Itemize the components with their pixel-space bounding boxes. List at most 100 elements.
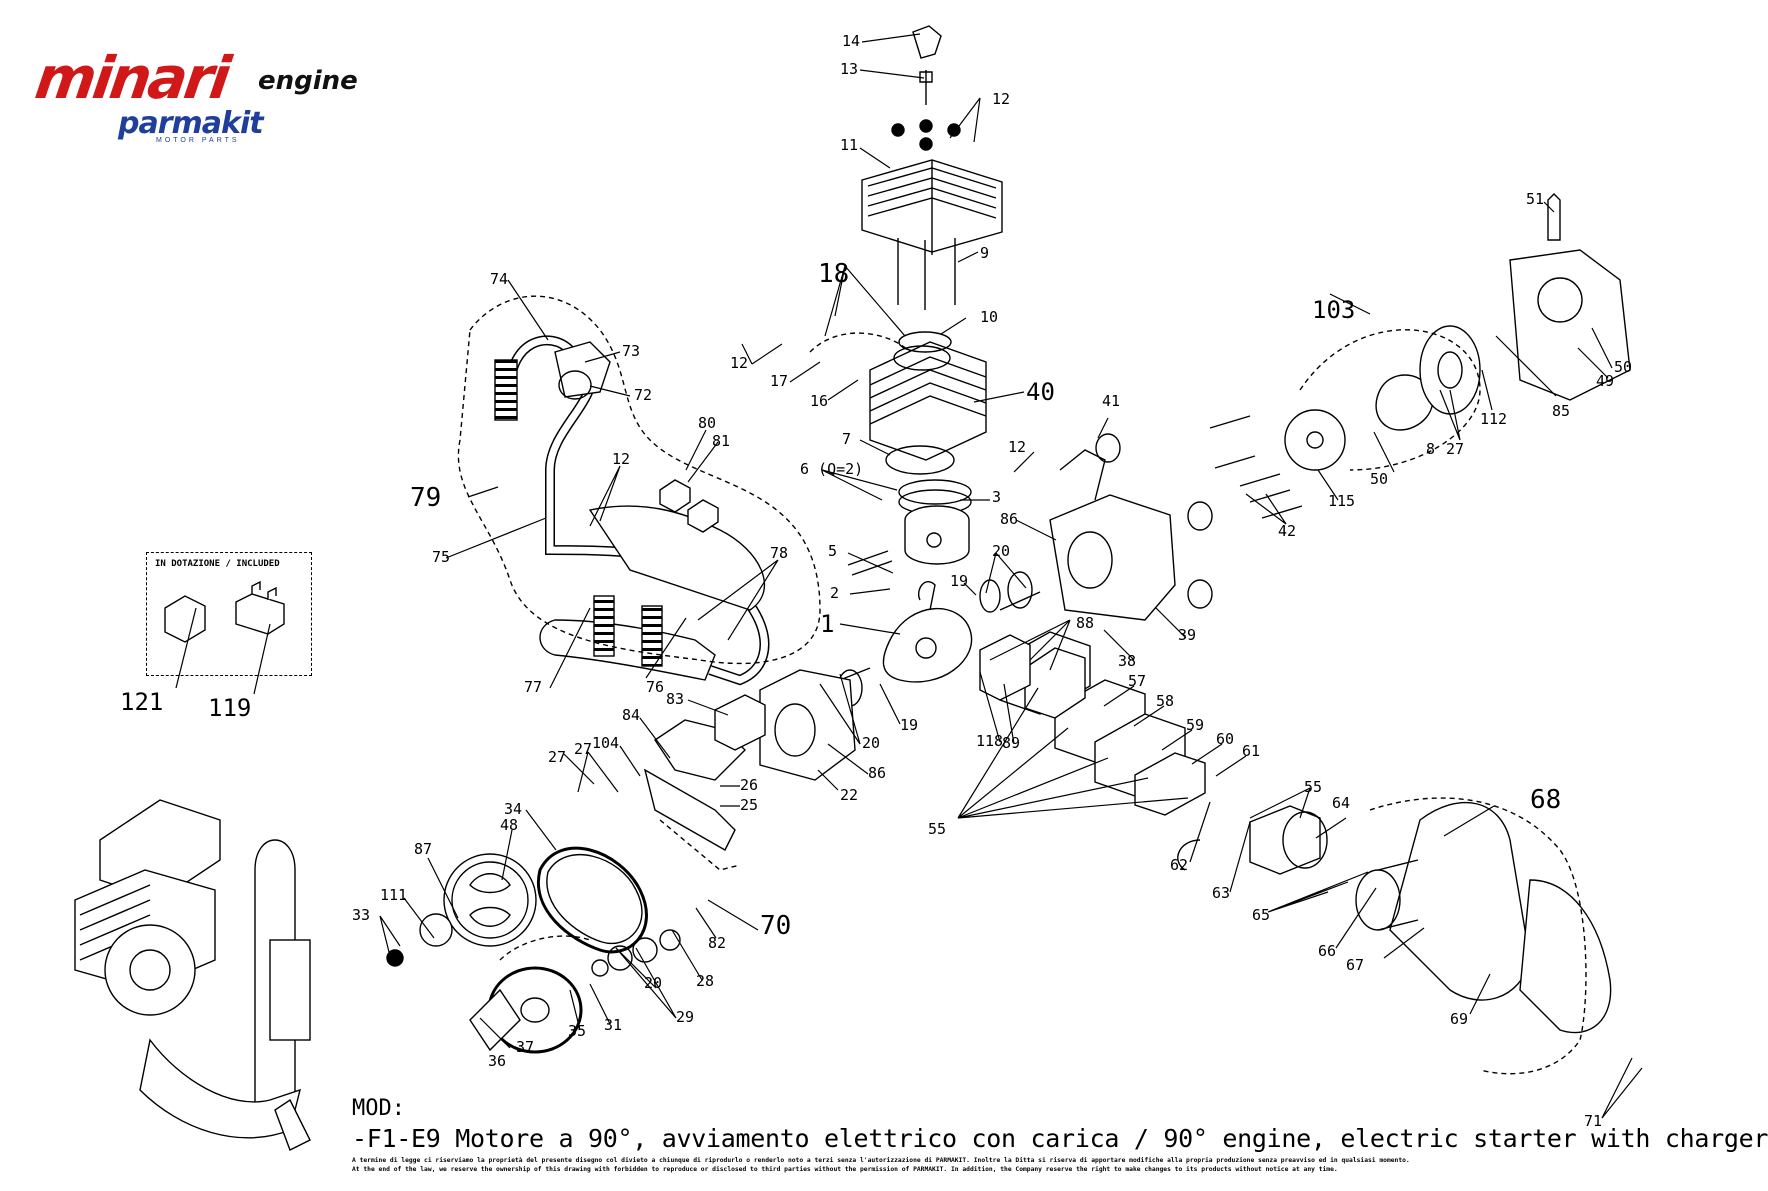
callout-label: 62 <box>1170 856 1188 874</box>
callout-label: 36 <box>488 1052 506 1070</box>
callout-label: 61 <box>1242 742 1260 760</box>
brand-logo: minari engine parmakit MOTOR PARTS <box>31 36 366 146</box>
callout-label: 78 <box>770 544 788 562</box>
callout-label: 86 <box>1000 510 1018 528</box>
logo-engine-text: engine <box>258 66 358 96</box>
legal-notice-english: At the end of the law, we reserve the ow… <box>352 1166 1338 1173</box>
callout-label: 79 <box>410 483 441 513</box>
callout-label: 58 <box>1156 692 1174 710</box>
callout-label: 12 <box>1008 438 1026 456</box>
belt-drive <box>386 846 681 1054</box>
callout-label: 42 <box>1278 522 1296 540</box>
callout-label: 49 <box>1596 372 1614 390</box>
callout-label: 82 <box>708 934 726 952</box>
assembled-engine-view <box>74 799 311 1151</box>
mod-title: MOD: <box>352 1096 405 1121</box>
callout-label: 6 (Q=2) <box>800 460 863 478</box>
callout-label: 14 <box>842 32 860 50</box>
callout-label: 16 <box>810 392 828 410</box>
callout-label: 12 <box>992 90 1010 108</box>
callout-label: 59 <box>1186 716 1204 734</box>
callout-label: 86 <box>868 764 886 782</box>
callout-label: 33 <box>352 906 370 924</box>
callout-label: 75 <box>432 548 450 566</box>
callout-label: 72 <box>634 386 652 404</box>
callout-label: 18 <box>818 259 849 289</box>
callout-label: 41 <box>1102 392 1120 410</box>
callout-label: 31 <box>604 1016 622 1034</box>
crankcase-right <box>1049 449 1176 621</box>
callout-label: 10 <box>980 308 998 326</box>
callout-label: 8 <box>1426 440 1435 458</box>
legal-notice-italian: A termine di legge ci riserviamo la prop… <box>352 1157 1410 1164</box>
callout-label: 104 <box>592 734 619 752</box>
exploded-engine-diagram: 14 13 12 11 9 18 10 40 12 17 16 7 6 (Q=2… <box>74 25 1643 1151</box>
callout-label: 35 <box>568 1022 586 1040</box>
callout-label: 115 <box>1328 492 1355 510</box>
callout-label: 27 <box>574 740 592 758</box>
callout-label: 1 <box>820 610 834 638</box>
callout-label: 20 <box>644 974 662 992</box>
callout-label: 84 <box>622 706 640 724</box>
crankshaft <box>839 581 1041 683</box>
callout-label: 81 <box>712 432 730 450</box>
callout-label: 17 <box>770 372 788 390</box>
included-parts <box>164 580 285 643</box>
callout-label: 27 <box>548 748 566 766</box>
callout-label: 55 <box>928 820 946 838</box>
logo-parmakit-sub: MOTOR PARTS <box>156 137 240 144</box>
callout-label: 34 <box>504 800 522 818</box>
exhaust-system <box>494 335 770 686</box>
callout-label: 48 <box>500 816 518 834</box>
callout-label: 85 <box>1552 402 1570 420</box>
callout-label: 73 <box>622 342 640 360</box>
callout-label: 25 <box>740 796 758 814</box>
callout-label: 88 <box>1076 614 1094 632</box>
cylinder-barrel <box>869 331 987 461</box>
callout-label: 83 <box>666 690 684 708</box>
included-box-title: IN DOTAZIONE / INCLUDED <box>155 559 280 569</box>
callout-label: 66 <box>1318 942 1336 960</box>
callout-label: 121 <box>120 688 163 716</box>
callout-label: 87 <box>414 840 432 858</box>
callout-label: 2 <box>830 584 839 602</box>
callout-label: 51 <box>1526 190 1544 208</box>
callout-label: 3 <box>992 488 1001 506</box>
intake-cover <box>1355 801 1612 1034</box>
callout-label: 7 <box>842 430 851 448</box>
callout-label: 65 <box>1252 906 1270 924</box>
callout-label: 80 <box>698 414 716 432</box>
callout-label: 29 <box>676 1008 694 1026</box>
callout-label: 26 <box>740 776 758 794</box>
callout-label: 5 <box>828 542 837 560</box>
callout-label: 12 <box>730 354 748 372</box>
callout-label: 22 <box>840 786 858 804</box>
callout-label: 76 <box>646 678 664 696</box>
callout-label: 20 <box>862 734 880 752</box>
callout-label: 50 <box>1370 470 1388 488</box>
callout-label: 11 <box>840 136 858 154</box>
callout-label: 64 <box>1332 794 1350 812</box>
callout-label: 60 <box>1216 730 1234 748</box>
callout-label: 37 <box>516 1038 534 1056</box>
callout-label: 111 <box>380 886 407 904</box>
callout-label: 39 <box>1178 626 1196 644</box>
callout-label: 118 <box>976 732 1003 750</box>
callout-label: 57 <box>1128 672 1146 690</box>
callout-label: 70 <box>760 911 791 941</box>
callout-label: 68 <box>1530 785 1561 815</box>
callout-label: 69 <box>1450 1010 1468 1028</box>
callout-label: 50 <box>1614 358 1632 376</box>
callout-label: 119 <box>208 694 251 722</box>
callout-label: 112 <box>1480 410 1507 428</box>
callout-label: 27 <box>1446 440 1464 458</box>
included-parts-box: IN DOTAZIONE / INCLUDED <box>146 552 312 676</box>
callout-label: 71 <box>1584 1112 1602 1130</box>
callout-label: 55 <box>1304 778 1322 796</box>
callout-label: 77 <box>524 678 542 696</box>
callout-label: 38 <box>1118 652 1136 670</box>
callout-label: 89 <box>1002 734 1020 752</box>
callout-label: 67 <box>1346 956 1364 974</box>
callout-label: 20 <box>992 542 1010 560</box>
cylinder-head <box>861 159 1003 255</box>
